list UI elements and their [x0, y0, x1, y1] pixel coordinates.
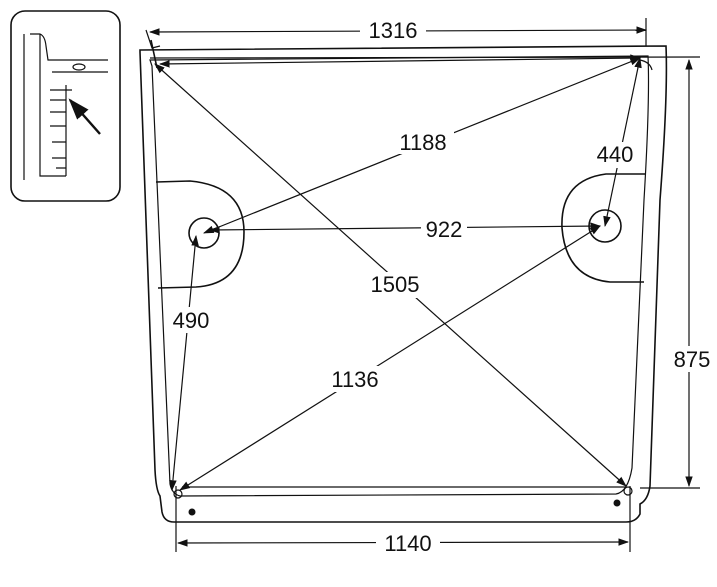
detail-panel-edge: [30, 33, 108, 61]
dim-line-1136: [179, 225, 601, 491]
detail-ribs: [50, 89, 72, 169]
label-922: 922: [426, 217, 463, 242]
floor-pan-inner-edge: [149, 55, 650, 497]
detail-pointer-arrow: [68, 98, 101, 135]
detail-hole: [72, 63, 86, 71]
top-left-bracket: [150, 39, 158, 69]
label-490: 490: [173, 308, 210, 333]
label-right-height: 875: [674, 347, 711, 372]
label-1136: 1136: [331, 367, 378, 392]
bottom-right-mount-hole: [623, 486, 633, 496]
detail-inner-edge: [39, 34, 66, 177]
dimension-labels: 1316 1140 875 1188 1505 922 440 490 1136: [168, 18, 715, 556]
label-top-width: 1316: [369, 18, 418, 43]
dim-line-490: [169, 234, 199, 492]
detail-inset-frame: [10, 10, 121, 202]
label-1188: 1188: [399, 130, 446, 155]
label-1505: 1505: [371, 272, 420, 297]
bottom-left-drain-hole: [188, 508, 196, 516]
floor-pan-corner-detail: [639, 59, 653, 71]
bottom-right-drain-hole: [613, 499, 621, 507]
detail-inset: [10, 10, 121, 202]
label-440: 440: [597, 142, 634, 167]
right-wheel-arch: [561, 173, 646, 283]
label-bottom-width: 1140: [384, 531, 431, 556]
dim-line-922: [208, 222, 602, 234]
floor-pan-outline: [139, 45, 668, 523]
top-left-corner-mark: [145, 29, 161, 49]
left-wheel-arch: [155, 180, 245, 289]
